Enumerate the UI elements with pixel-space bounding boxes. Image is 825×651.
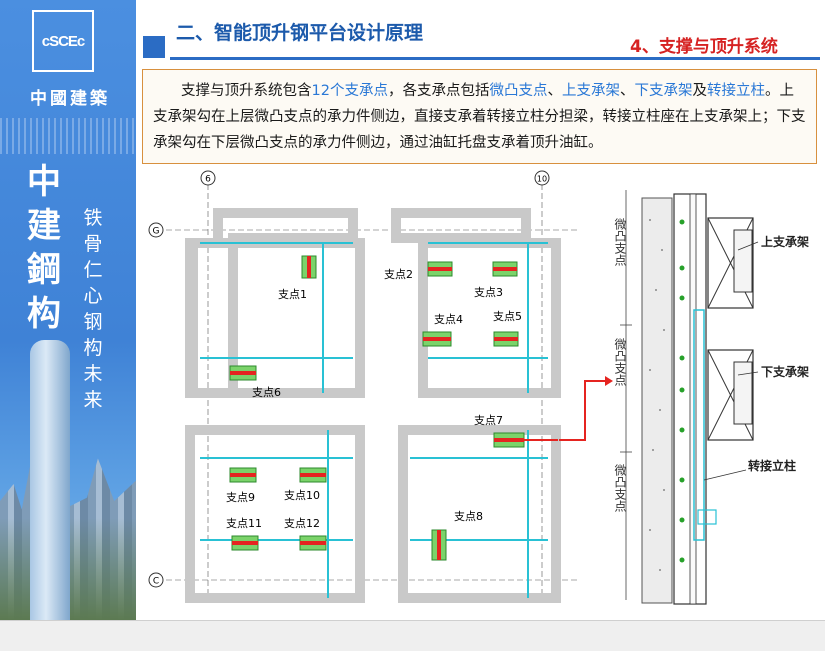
support-point-3: 支点3 [427,261,518,299]
grid-bubble-10 [534,170,550,186]
upper-support-frame [707,217,754,309]
highlight-transfer-column: 转接立柱 [706,83,765,99]
anchor-bolts [679,219,685,563]
grid-bubble-G [148,222,164,238]
grid-bubble-6 [200,170,216,186]
header-divider [170,57,820,60]
elevation-left-label-1: 微凸支点 [613,218,627,266]
decorative-band [0,118,136,154]
support-label-11: 支点11 [226,517,262,530]
highlight-support-count: 12个支承点 [311,83,388,99]
grid-label-G: G [153,227,160,237]
support-point-12: 支点12 [284,517,327,551]
description-box: 支撑与顶升系统包含12个支承点，各支承点包括微凸支点、上支承架、下支承架及转接立… [142,69,817,164]
grid-label-10: 10 [537,175,547,184]
support-label-10: 支点10 [284,489,320,502]
support-point-2: 支点2 [384,268,413,281]
slogan-vertical: 中 建 鋼 构 [24,160,64,336]
motto-char: 构 [83,337,103,359]
description-text: ，各支承点包括 [387,83,490,99]
description-text: 支撑与顶升系统包含 [181,83,312,99]
core-wall-section [641,197,673,604]
section-label: 4、支撑与顶升系统 [630,37,778,57]
support-point-4: 支点4 [422,313,463,347]
description-text: 及 [692,83,707,99]
motto-char: 未 [83,363,103,385]
page-title: 二、智能顶升钢平台设计原理 [176,22,424,44]
motto-char: 铁 [83,207,103,229]
motto-char: 骨 [83,233,103,255]
support-label-1: 支点1 [278,288,307,301]
header-square-icon [143,36,165,58]
label-upper-frame: 上支承架 [761,234,809,249]
beam-lines [200,242,548,598]
motto-char: 心 [83,285,103,307]
tower-building-image [30,340,70,620]
wall-texture [649,219,665,571]
description-text: 、 [619,83,635,99]
support-point-9: 支点9 [226,467,257,504]
label-transfer-column: 转接立柱 [748,458,796,473]
support-label-4: 支点4 [434,313,463,326]
company-name: 中國建築 [30,89,110,109]
slogan-char: 构 [27,294,61,334]
elevation-left-label-2: 微凸支点 [613,338,627,386]
motto-char: 钢 [83,311,103,333]
transfer-column [693,309,705,541]
highlight-upper-frame: 上支承架 [561,83,620,99]
lower-support-frame [707,349,754,441]
elevation-left-label-3: 微凸支点 [613,464,627,512]
slogan-char: 鋼 [27,250,61,290]
description-text: 。上支承架勾在上层微凸支点的承力件侧边，直接支承着转接立柱分担梁，转接立柱座在上… [153,83,806,151]
grid-label-C: C [153,577,159,587]
support-label-8: 支点8 [454,510,483,523]
grid-bubble-C [148,572,164,588]
support-point-11: 支点11 [226,517,262,551]
support-point-6: 支点6 [229,365,281,399]
motto-vertical: 铁 骨 仁 心 钢 构 未 来 [80,205,106,413]
support-point-1: 支点1 [278,255,317,301]
support-point-5: 支点5 [493,310,522,347]
support-label-9: 支点9 [226,491,255,504]
support-point-10: 支点10 [284,467,327,502]
support-point-7: 支点7 [474,414,525,448]
grid-label-6: 6 [205,175,211,185]
support-elevation-drawing: 微凸支点 微凸支点 微凸支点 上支承架 下支承架 转接立柱 [613,190,809,605]
support-label-3: 支点3 [474,286,503,299]
connector-arrow-icon [559,376,613,441]
support-label-5: 支点5 [493,310,522,323]
bottom-status-bar [0,620,825,651]
motto-char: 来 [83,389,103,411]
brand-sidebar: cSCEc 中國建築 中 建 鋼 构 铁 骨 仁 心 钢 构 未 来 [0,0,136,620]
jack-cylinder [697,509,717,525]
highlight-lower-frame: 下支承架 [634,83,693,99]
support-plan-drawing: 6 10 G C 支点1 支点2 支点3 [148,170,578,603]
support-label-7: 支点7 [474,414,503,427]
motto-char: 仁 [83,259,103,281]
highlight-micro-convex: 微凸支点 [489,83,548,99]
company-logo: cSCEc [32,10,94,72]
support-label-6: 支点6 [252,386,281,399]
label-lower-frame: 下支承架 [761,364,809,379]
description-text: 、 [547,83,562,99]
support-point-8: 支点8 [431,510,483,561]
support-label-12: 支点12 [284,517,320,530]
slogan-char: 中 [27,162,61,202]
slogan-char: 建 [27,206,61,246]
support-label-2: 支点2 [384,268,413,281]
